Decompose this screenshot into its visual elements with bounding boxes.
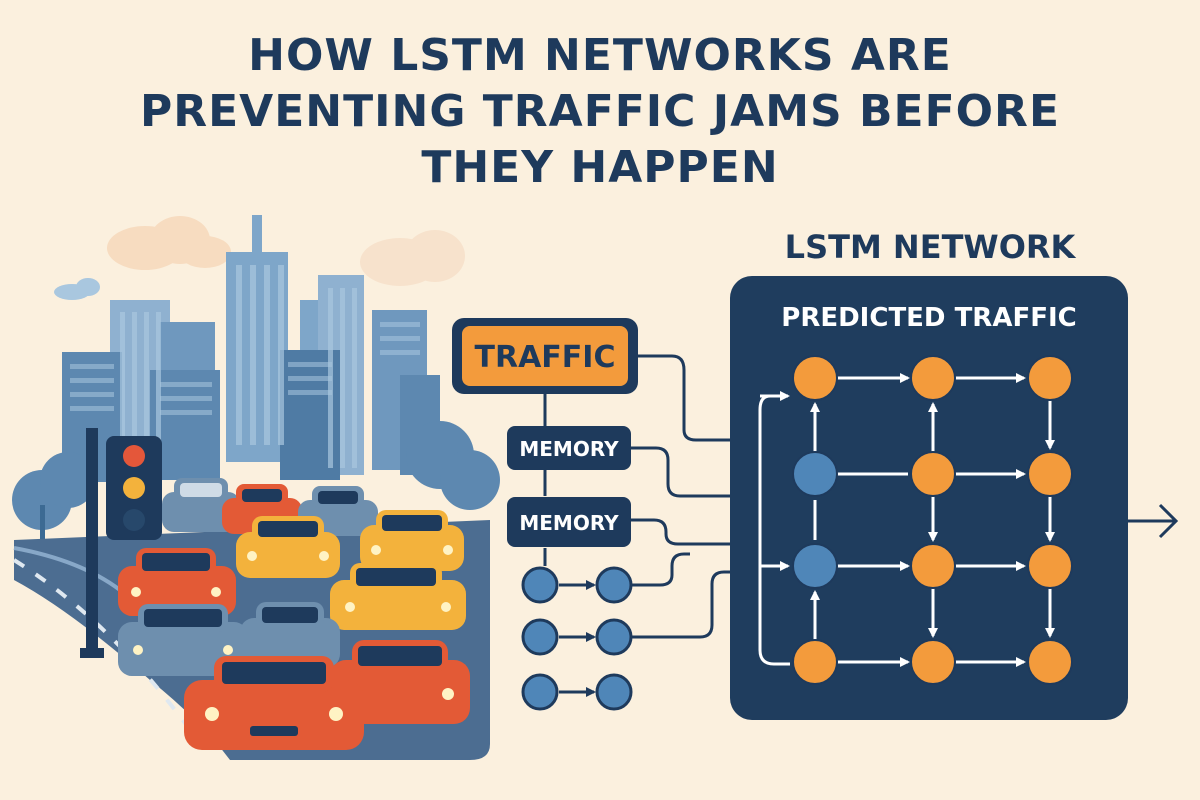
page-title: HOW LSTM NETWORKS ARE PREVENTING TRAFFIC…: [0, 28, 1200, 196]
memory-box-1: MEMORY: [507, 426, 631, 470]
cloud-icon: [54, 278, 100, 300]
car-icon: [118, 604, 248, 676]
network-nodes: [792, 355, 1073, 685]
memory-label-2: MEMORY: [519, 511, 619, 535]
car-icon: [236, 516, 340, 578]
car-icon: [330, 563, 466, 630]
memory-label-1: MEMORY: [519, 437, 619, 461]
traffic-light-icon: [80, 428, 162, 658]
output-arrow-icon: [1128, 503, 1179, 539]
cloud-icon: [107, 216, 231, 270]
node: [792, 639, 838, 685]
node: [1027, 543, 1073, 589]
node: [1027, 451, 1073, 497]
node: [910, 543, 956, 589]
input-node-rows: [521, 566, 633, 711]
title-line-3: THEY HAPPEN: [421, 142, 779, 193]
network-edges: [810, 373, 1055, 667]
car-icon: [240, 602, 340, 668]
car-icon: [360, 510, 464, 571]
node: [792, 543, 838, 589]
input-connectors: [631, 354, 766, 639]
node: [910, 639, 956, 685]
traffic-input-box: TRAFFIC: [452, 318, 638, 394]
node: [910, 355, 956, 401]
network-heading: LSTM NETWORK: [785, 228, 1077, 266]
city-traffic-illustration: [12, 215, 500, 760]
lstm-network-panel: PREDICTED TRAFFIC: [730, 276, 1128, 720]
panel-label: PREDICTED TRAFFIC: [781, 303, 1076, 333]
car-icon: [118, 548, 236, 616]
title-line-1: HOW LSTM NETWORKS ARE: [248, 30, 952, 81]
car-icon: [184, 656, 364, 750]
node: [792, 451, 838, 497]
traffic-label: TRAFFIC: [475, 340, 616, 375]
memory-box-2: MEMORY: [507, 497, 631, 547]
cloud-icon: [360, 230, 465, 286]
title-line-2: PREVENTING TRAFFIC JAMS BEFORE: [139, 86, 1060, 137]
trees: [12, 421, 500, 550]
node: [910, 451, 956, 497]
node: [1027, 355, 1073, 401]
car-icon: [162, 478, 240, 532]
node: [1027, 639, 1073, 685]
node: [792, 355, 838, 401]
